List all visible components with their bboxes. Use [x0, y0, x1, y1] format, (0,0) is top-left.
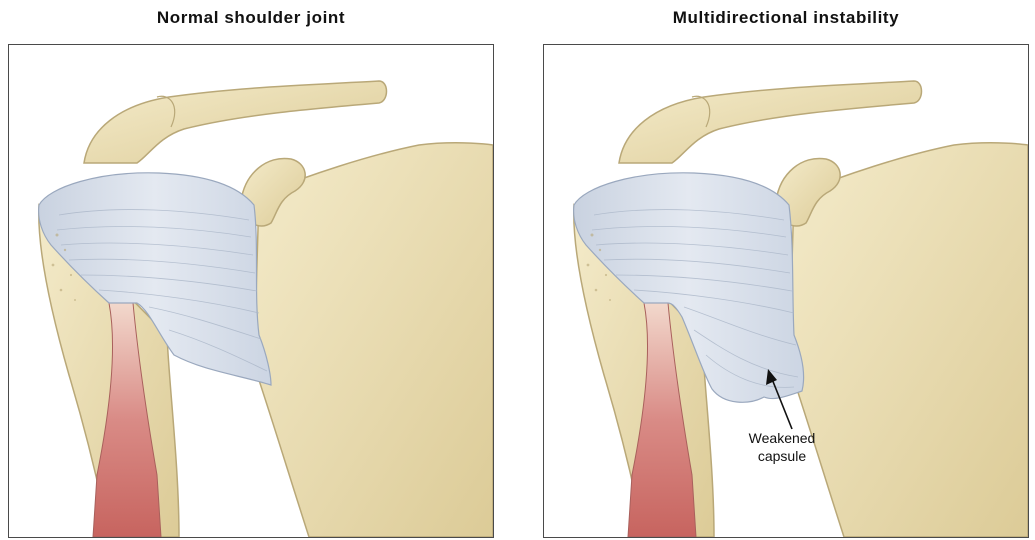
annotation-weakened-capsule: Weakened capsule: [712, 429, 852, 465]
scapula: [254, 143, 493, 537]
panel-instability: Multidirectional instability: [543, 0, 1029, 540]
illustration-frame-normal: [8, 44, 494, 538]
illustration-frame-instability: Weakened capsule: [543, 44, 1029, 538]
scapula: [789, 143, 1028, 537]
panel-normal: Normal shoulder joint: [8, 0, 494, 540]
acromion: [84, 81, 387, 163]
panel-title-normal: Normal shoulder joint: [8, 8, 494, 28]
annotation-line-2: capsule: [712, 447, 852, 465]
annotation-line-1: Weakened: [712, 429, 852, 447]
shoulder-illustration-normal: [9, 45, 493, 537]
panel-title-instability: Multidirectional instability: [543, 8, 1029, 28]
acromion: [619, 81, 922, 163]
